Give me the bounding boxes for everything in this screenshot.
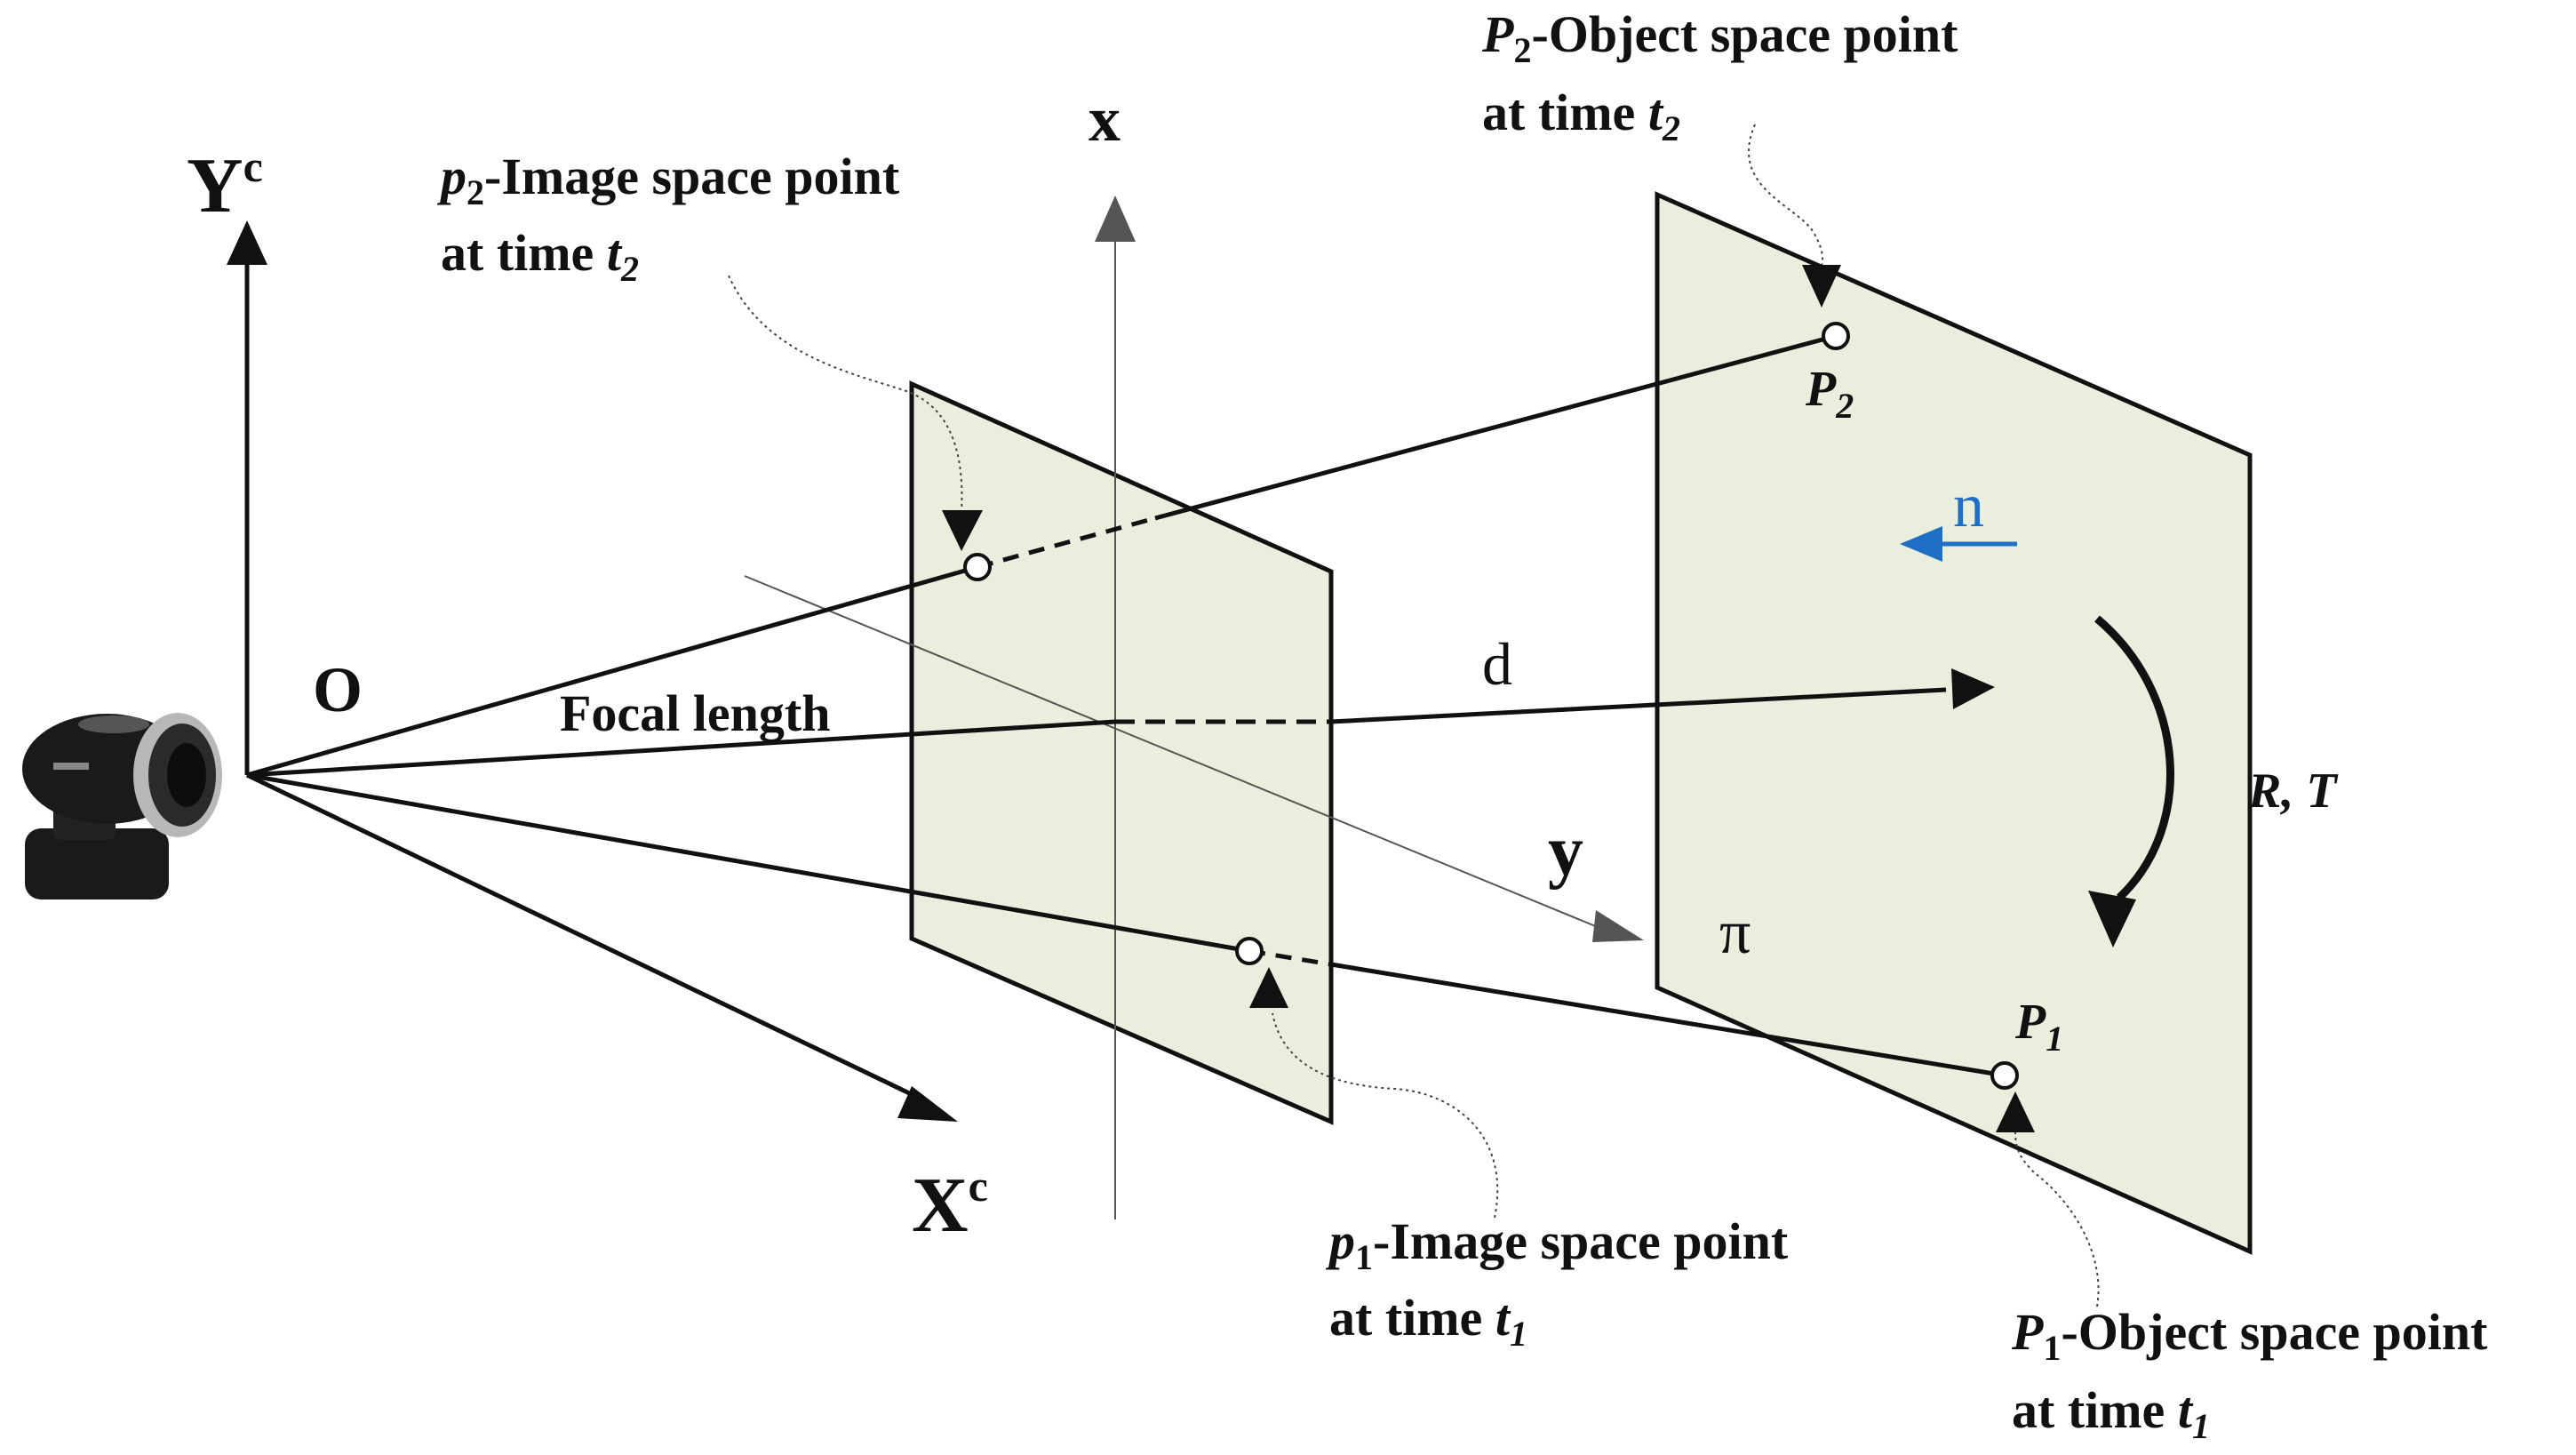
leader-P2-arrow xyxy=(1802,265,1841,308)
object-plane xyxy=(1655,191,2253,1255)
image-x-axis-label: x xyxy=(1089,84,1121,155)
leader-P2 xyxy=(1748,124,1823,268)
distance-d-arrow xyxy=(1951,668,1995,709)
point-P2-label: P2 xyxy=(1805,362,1854,426)
plane-label: π xyxy=(1719,899,1751,967)
leader-p1 xyxy=(1272,1012,1499,1219)
camera-y-axis-arrow xyxy=(227,220,267,265)
annotation-p2-line1: p2-Image space point xyxy=(436,148,900,212)
image-y-axis-label: y xyxy=(1548,812,1583,891)
camera-y-axis-label: Yc xyxy=(187,141,263,229)
annotation-P2-line2: at time t2 xyxy=(1482,84,1680,148)
point-p2 xyxy=(963,553,992,581)
focal-length-label: Focal length xyxy=(560,684,830,742)
rotation-arrow-head xyxy=(2088,891,2136,947)
annotation-P2-line1: P2-Object space point xyxy=(1481,5,1958,70)
principal-axis xyxy=(246,719,1116,778)
normal-arrow-head xyxy=(1900,526,1942,562)
ray-origin-to-p1 xyxy=(246,772,1250,954)
camera-x-axis-arrow xyxy=(897,1086,958,1122)
distance-d-line xyxy=(1330,687,1947,724)
camera-x-axis xyxy=(245,772,926,1103)
annotation-P1-line1: P1-Object space point xyxy=(2011,1303,2488,1368)
leader-p2 xyxy=(728,275,963,512)
normal-label: n xyxy=(1953,472,1984,540)
ray-to-P2 xyxy=(1154,333,1837,521)
ray-p2-hidden xyxy=(977,516,1156,570)
leader-P1 xyxy=(2014,1128,2100,1307)
origin-label: O xyxy=(313,654,363,725)
annotation-p1-line2: at time t1 xyxy=(1329,1289,1527,1354)
annotation-P1-line2: at time t1 xyxy=(2012,1381,2210,1446)
motion-label: R, T xyxy=(2247,763,2339,819)
distance-label: d xyxy=(1482,630,1512,698)
point-P2 xyxy=(1822,322,1850,350)
annotation-p1-line1: p1-Image space point xyxy=(1325,1212,1789,1277)
point-p1 xyxy=(1235,937,1264,965)
image-x-axis-arrow xyxy=(1095,196,1136,242)
leader-p1-arrow xyxy=(1249,967,1288,1008)
point-P1 xyxy=(1990,1061,2019,1090)
image-plane xyxy=(909,380,1334,1125)
image-y-axis-arrow xyxy=(1592,910,1644,942)
leader-P1-arrow xyxy=(1996,1091,2035,1132)
rotation-arrow xyxy=(2094,615,2174,901)
ray-to-P1 xyxy=(1330,962,2006,1078)
annotation-p2-line2: at time t2 xyxy=(441,224,639,289)
ray-origin-to-p2 xyxy=(246,564,978,778)
image-y-axis xyxy=(744,575,1609,932)
point-P1-label: P1 xyxy=(2014,995,2063,1059)
camera-x-axis-label: Xc xyxy=(912,1161,988,1249)
leader-p2-arrow xyxy=(942,510,983,551)
webcam-icon xyxy=(22,713,222,899)
